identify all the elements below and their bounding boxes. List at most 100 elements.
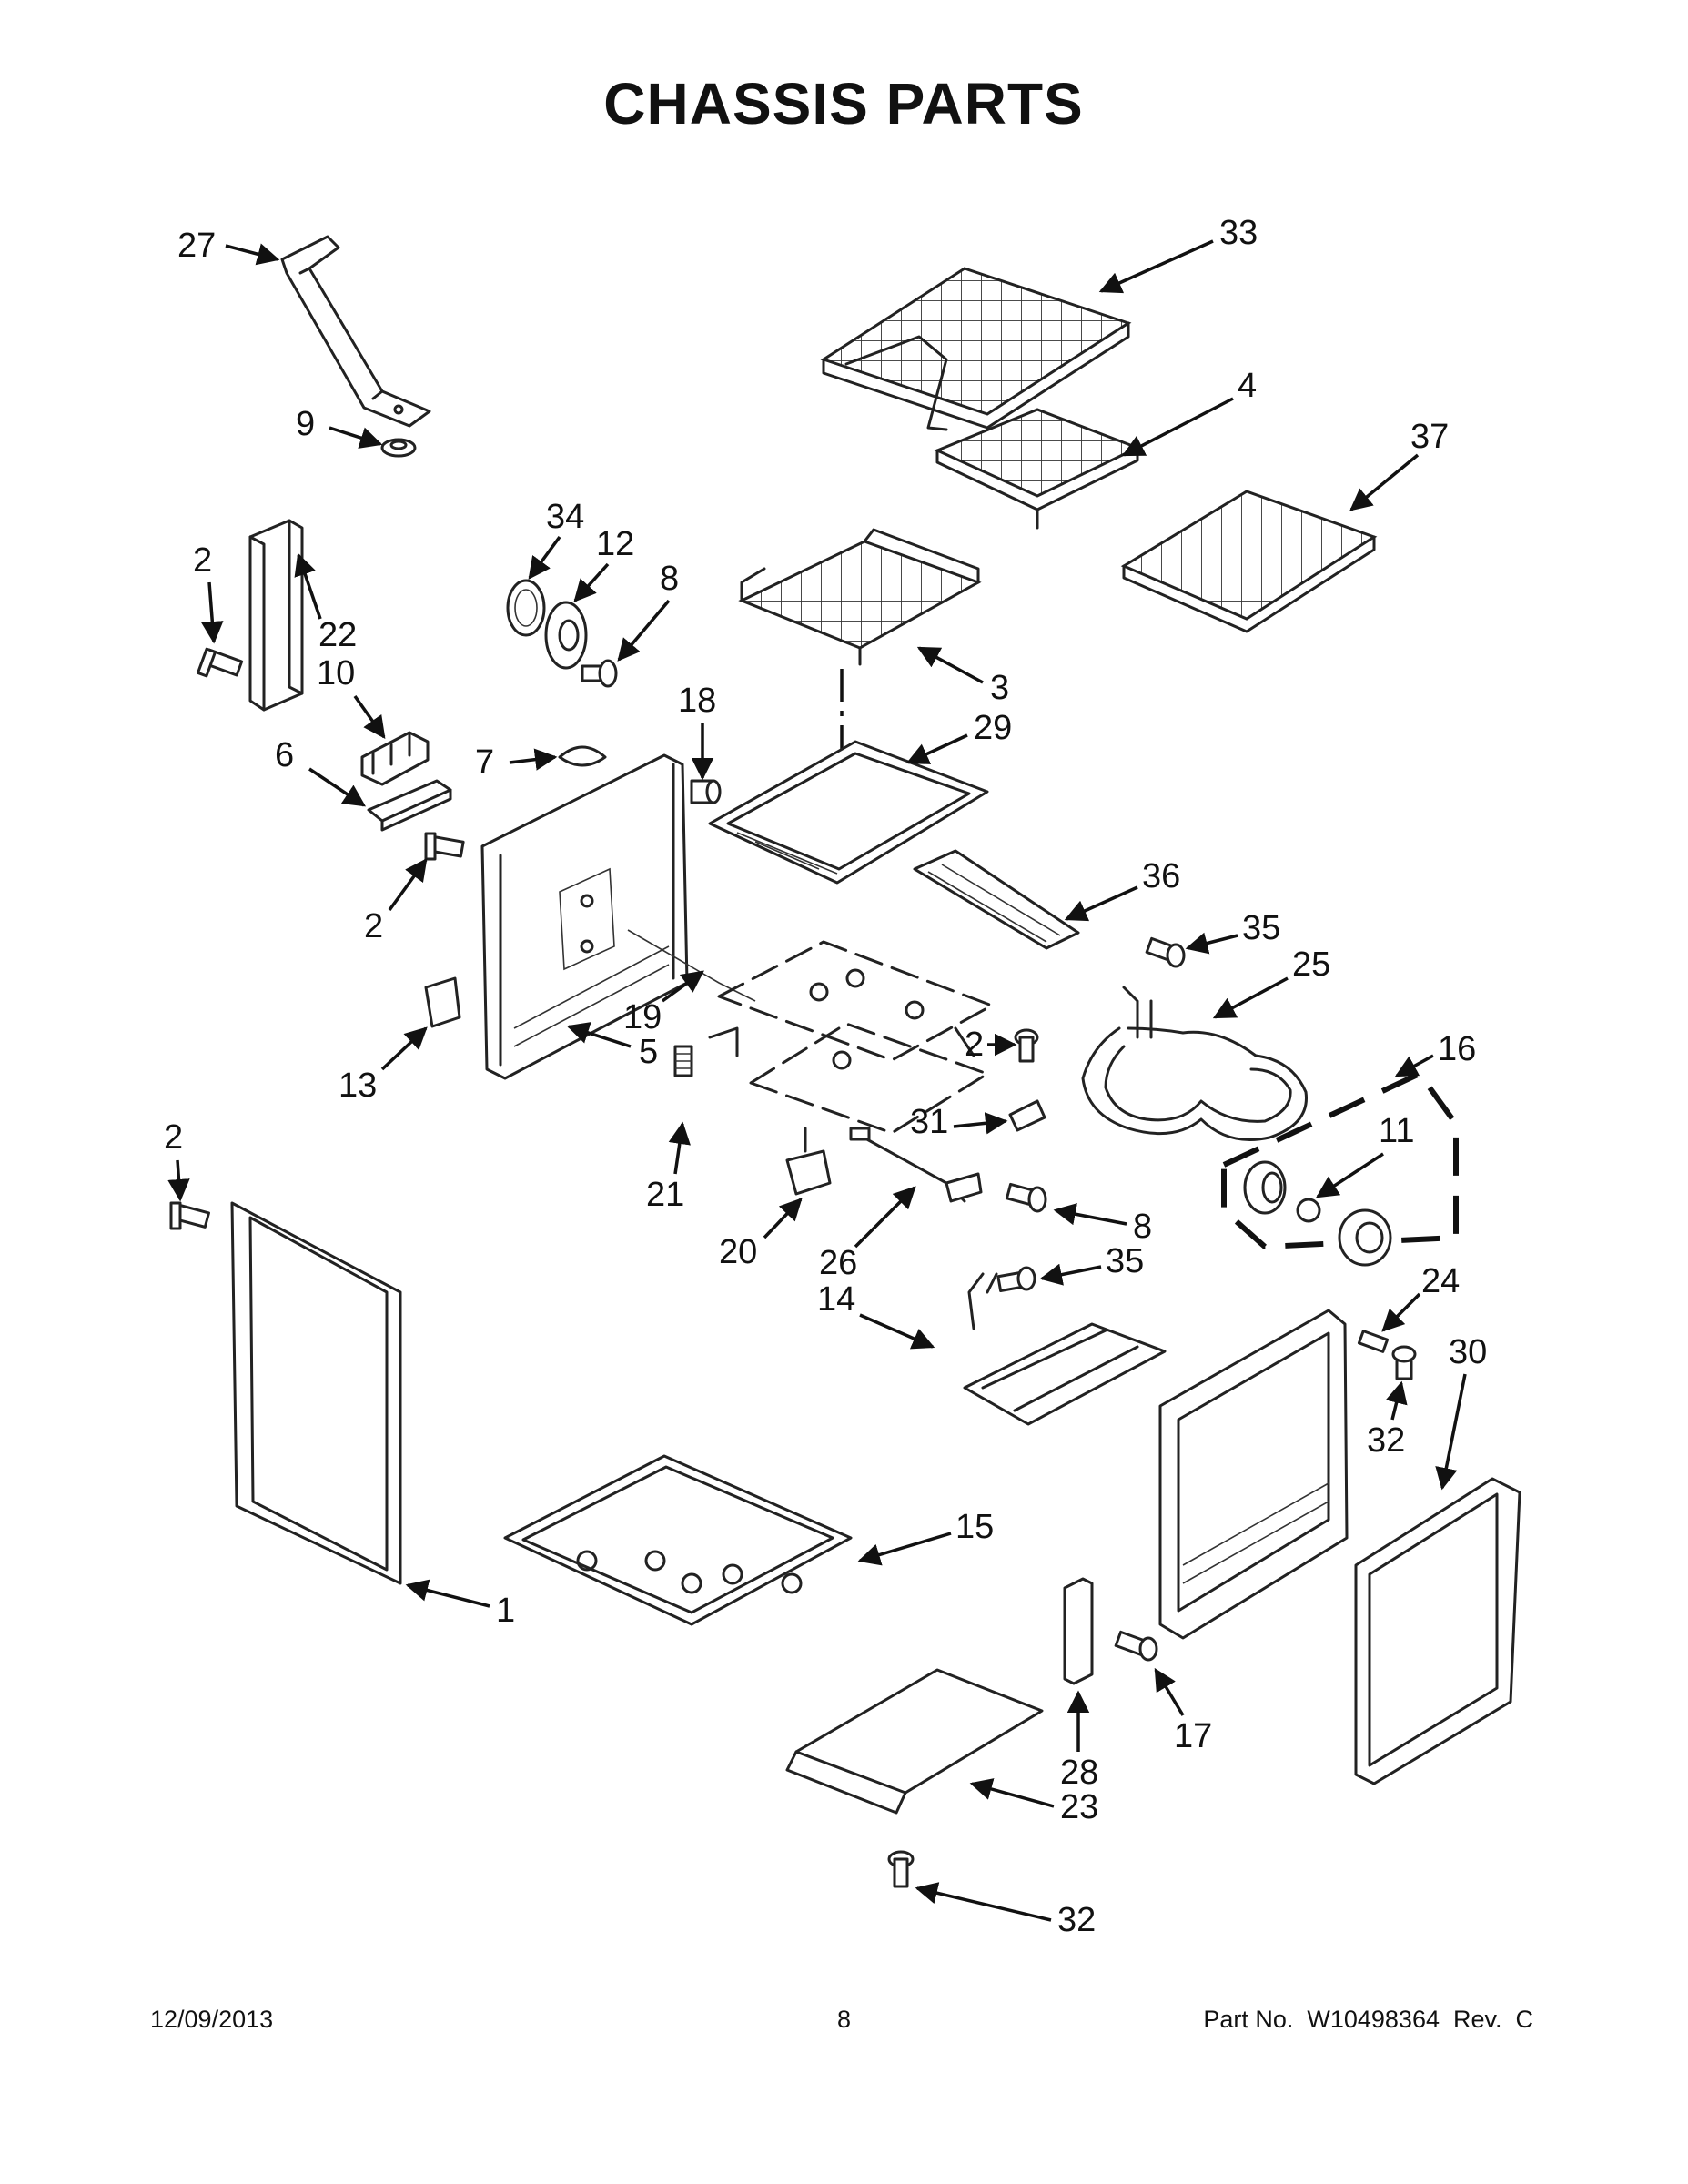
callout-label: 8	[660, 560, 679, 598]
part-34-disc	[506, 579, 546, 637]
footer-part-number: Part No. W10498364 Rev. C	[1203, 2006, 1533, 2033]
callout-label: 35	[1242, 909, 1280, 947]
callout-label: 26	[819, 1244, 857, 1282]
part-2-screw-d	[169, 1201, 210, 1230]
callout-13: 13	[339, 1026, 428, 1105]
callout-label: 30	[1449, 1333, 1487, 1371]
callout-7: 7	[475, 743, 558, 782]
part-31-bracket	[1008, 1099, 1046, 1132]
callout-label: 33	[1219, 214, 1258, 252]
callout-label: 10	[317, 654, 355, 693]
callout-label: 18	[678, 682, 716, 720]
callout-22: 22	[294, 552, 357, 654]
callout-2-c: 2	[965, 1026, 1017, 1064]
part-18-plug	[690, 779, 722, 804]
part-13-bracket	[424, 976, 461, 1028]
part-36-vent	[913, 849, 1080, 950]
callout-label: 9	[296, 405, 315, 443]
part-21-spring	[673, 1045, 693, 1077]
callout-label: 17	[1174, 1717, 1212, 1755]
part-28-hinge	[1063, 1577, 1094, 1685]
part-30-gasket	[1354, 1477, 1521, 1785]
part-15-bottom-pan	[503, 1454, 853, 1626]
callout-label: 2	[164, 1118, 183, 1157]
callout-34: 34	[528, 498, 584, 580]
callout-33: 33	[1098, 214, 1258, 294]
callout-label: 22	[318, 616, 357, 654]
callout-29: 29	[905, 709, 1012, 764]
callout-8-a: 8	[617, 560, 679, 662]
part-35-screw-b	[996, 1266, 1036, 1292]
part-9-washer	[380, 438, 417, 458]
part-20-valve	[785, 1127, 832, 1196]
part-5-rear-panel	[480, 753, 689, 1080]
callout-35-a: 35	[1185, 909, 1280, 955]
part-26-sensor	[849, 1127, 983, 1203]
part-32-screw-a	[1391, 1345, 1417, 1380]
callout-label: 28	[1060, 1754, 1098, 1792]
part-11-light-bulb	[1243, 1160, 1392, 1267]
callout-label: 8	[1133, 1208, 1152, 1246]
part-8-screw-b	[1005, 1182, 1047, 1213]
callout-label: 29	[974, 709, 1012, 747]
callout-24: 24	[1381, 1262, 1460, 1332]
callout-2-a: 2	[193, 541, 224, 644]
callout-18: 18	[678, 682, 716, 781]
callout-label: 2	[364, 907, 383, 945]
callout-label: 7	[475, 743, 494, 782]
callout-32-a: 32	[1367, 1380, 1408, 1460]
callout-label: 25	[1292, 945, 1330, 984]
callout-32-b: 32	[915, 1882, 1096, 1939]
part-3-rollout-rack	[738, 528, 982, 666]
part-29-tray	[708, 740, 989, 885]
callout-label: 32	[1367, 1421, 1405, 1460]
callout-10: 10	[317, 654, 386, 739]
part-14-bake-element	[963, 1272, 1167, 1426]
callout-2-b: 2	[364, 858, 428, 945]
part-35-screw-a	[1145, 936, 1186, 968]
part-27-handle-bracket	[280, 235, 431, 428]
callout-label: 2	[965, 1026, 984, 1064]
callout-label: 5	[639, 1033, 658, 1071]
callout-37: 37	[1349, 418, 1449, 511]
footer-page-number: 8	[837, 2006, 851, 2033]
part-22-side-bracket	[248, 519, 304, 712]
callout-14: 14	[817, 1280, 935, 1350]
callout-label: 20	[719, 1233, 757, 1271]
callout-label: 27	[177, 227, 216, 265]
callout-9: 9	[296, 405, 383, 449]
part-oven-door-liner	[1158, 1309, 1349, 1640]
callout-26: 26	[819, 1186, 916, 1282]
part-6-bracket	[367, 779, 452, 832]
callout-31: 31	[910, 1103, 1008, 1141]
callout-36: 36	[1064, 857, 1180, 922]
part-19-wire	[627, 929, 756, 1002]
callout-17: 17	[1154, 1667, 1212, 1755]
footer-date: 12/09/2013	[150, 2006, 273, 2033]
callout-16: 16	[1394, 1030, 1476, 1077]
callout-label: 34	[546, 498, 584, 536]
part-12-fan	[544, 601, 588, 670]
callout-3: 3	[916, 646, 1009, 707]
callout-label: 6	[275, 736, 294, 774]
callout-27: 27	[177, 227, 280, 266]
callout-19: 19	[623, 970, 704, 1036]
callout-28: 28	[1060, 1690, 1098, 1792]
callout-label: 24	[1421, 1262, 1460, 1300]
callout-label: 19	[623, 998, 662, 1036]
callout-label: 16	[1438, 1030, 1476, 1068]
callout-label: 36	[1142, 857, 1180, 895]
callout-8-b: 8	[1053, 1203, 1152, 1246]
part-17-screw	[1114, 1630, 1158, 1662]
part-heat-shield-assembly	[708, 940, 994, 1135]
part-8-screw-a	[581, 659, 618, 688]
part-32-screw-b	[887, 1850, 915, 1888]
part-33-oven-rack	[820, 267, 1132, 431]
callout-21: 21	[646, 1121, 691, 1214]
part-16-light-assembly-outline	[1221, 1070, 1459, 1250]
part-24-pin	[1357, 1330, 1390, 1353]
callout-30: 30	[1435, 1333, 1487, 1491]
part-1-door-frame	[230, 1201, 402, 1585]
callout-label: 4	[1238, 367, 1257, 405]
